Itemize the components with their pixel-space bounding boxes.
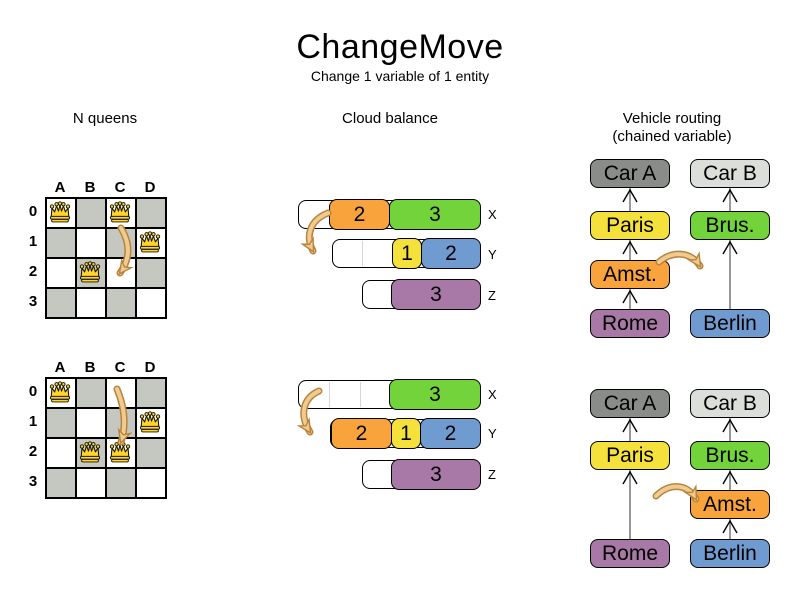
board-cell <box>46 228 76 258</box>
vehiclerouting-subheading: (chained variable) <box>612 128 732 145</box>
computer-label: Z <box>488 288 496 303</box>
nqueens-board-before <box>45 197 167 319</box>
city-box: Paris <box>590 441 670 470</box>
vehiclerouting-heading: Vehicle routing <box>622 110 722 127</box>
cloudbalance-heading: Cloud balance <box>342 110 438 127</box>
computer-row-z-before: 3 <box>362 279 481 310</box>
board-cell <box>136 198 166 228</box>
column-label: C <box>114 179 126 196</box>
column-label: B <box>84 359 96 376</box>
computer-label: Y <box>488 247 497 262</box>
row-label: 3 <box>28 473 38 490</box>
board-cell <box>136 258 166 288</box>
row-label: 2 <box>28 263 38 280</box>
row-label: 1 <box>28 233 38 250</box>
board-cell <box>136 288 166 318</box>
computer-label: Z <box>488 467 496 482</box>
process-block: 2 <box>331 418 392 449</box>
row-label: 2 <box>28 443 38 460</box>
city-box: Berlin <box>690 539 770 568</box>
process-block: 1 <box>391 418 421 449</box>
computer-label: X <box>488 207 497 222</box>
vehicle-box: Car A <box>590 159 670 188</box>
computer-row-y-before: 1 2 <box>332 238 481 269</box>
board-cell <box>46 408 76 438</box>
process-block: 2 <box>421 238 481 269</box>
board-cell <box>46 258 76 288</box>
queen-icon <box>77 260 103 283</box>
slot-divider <box>329 382 330 407</box>
queen-icon <box>77 440 103 463</box>
board-cell <box>136 468 166 498</box>
board-cell <box>136 438 166 468</box>
board-cell <box>46 468 76 498</box>
process-block: 3 <box>391 279 481 310</box>
computer-label: Y <box>488 426 497 441</box>
board-cell <box>136 378 166 408</box>
column-label: A <box>54 179 66 196</box>
vehicle-box: Car B <box>690 159 770 188</box>
chain-lines-before <box>629 188 731 309</box>
city-box: Paris <box>590 211 670 240</box>
queen-icon <box>47 200 73 223</box>
board-cell <box>76 408 106 438</box>
board-cell <box>106 258 136 288</box>
column-label: D <box>144 179 156 196</box>
queen-icon <box>107 200 133 223</box>
board-cell <box>106 288 136 318</box>
city-box: Rome <box>590 309 670 338</box>
city-box: Brus. <box>690 211 770 240</box>
computer-row-x-before: 2 3 <box>298 199 481 230</box>
row-label: 0 <box>28 203 38 220</box>
nqueens-board-after <box>45 377 167 499</box>
queen-icon <box>137 230 163 253</box>
chain-lines-after <box>629 418 731 539</box>
board-cell <box>106 468 136 498</box>
slot-divider <box>362 241 363 266</box>
column-label: D <box>144 359 156 376</box>
process-block: 3 <box>391 459 481 490</box>
board-cell <box>46 288 76 318</box>
column-label: C <box>114 359 126 376</box>
row-label: 0 <box>28 383 38 400</box>
process-block: 2 <box>420 418 481 449</box>
board-cell <box>106 408 136 438</box>
process-block: 2 <box>329 199 390 230</box>
row-label: 1 <box>28 413 38 430</box>
vehicle-box: Car B <box>690 389 770 418</box>
computer-row-y-after: 2 1 2 <box>330 418 481 449</box>
board-cell <box>46 438 76 468</box>
board-cell <box>76 288 106 318</box>
computer-row-z-after: 3 <box>362 459 481 490</box>
board-cell <box>76 228 106 258</box>
queen-icon <box>107 440 133 463</box>
city-box: Amst. <box>690 490 770 519</box>
board-cell <box>76 198 106 228</box>
process-block: 3 <box>389 379 481 410</box>
city-box: Berlin <box>690 309 770 338</box>
slot-divider <box>360 382 361 407</box>
board-cell <box>76 378 106 408</box>
board-cell <box>106 228 136 258</box>
page-subtitle: Change 1 variable of 1 entity <box>310 68 490 84</box>
column-label: B <box>84 179 96 196</box>
row-label: 3 <box>28 293 38 310</box>
computer-label: X <box>488 387 497 402</box>
queen-icon <box>137 410 163 433</box>
process-block: 3 <box>389 199 481 230</box>
nqueens-heading: N queens <box>72 110 138 127</box>
vehicle-box: Car A <box>590 389 670 418</box>
queen-icon <box>47 380 73 403</box>
column-label: A <box>54 359 66 376</box>
city-box: Brus. <box>690 441 770 470</box>
page-title: ChangeMove <box>296 28 504 66</box>
city-box: Rome <box>590 539 670 568</box>
process-block: 1 <box>392 238 422 269</box>
board-cell <box>76 468 106 498</box>
board-cell <box>106 378 136 408</box>
computer-row-x-after: 3 <box>298 379 481 410</box>
city-box: Amst. <box>590 260 670 289</box>
